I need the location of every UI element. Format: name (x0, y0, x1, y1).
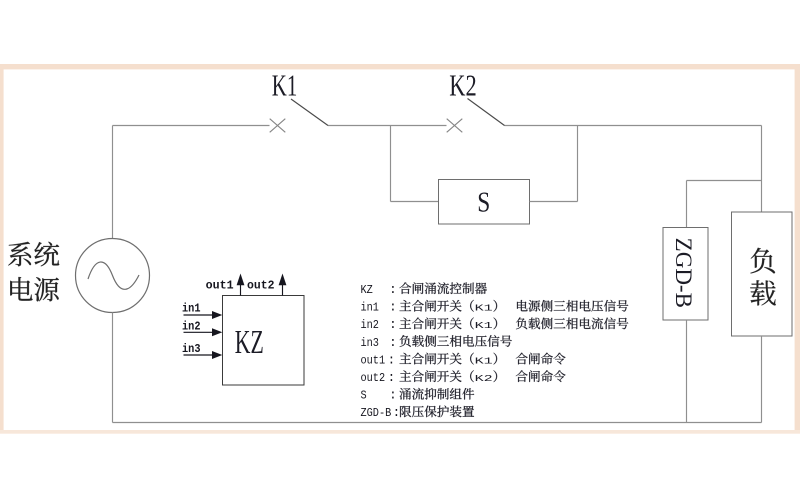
svg-text::: : (389, 300, 397, 315)
svg-text::: : (389, 317, 397, 332)
svg-text:in2: in2 (361, 319, 380, 332)
svg-text:in3: in3 (182, 343, 201, 356)
svg-text:KZ: KZ (235, 324, 264, 361)
svg-text:ZGD-B: ZGD-B (671, 238, 696, 308)
svg-text:K1: K1 (475, 355, 494, 366)
svg-text:out1: out1 (206, 280, 234, 293)
svg-text:K2: K2 (449, 67, 477, 102)
svg-text:K1: K1 (475, 303, 494, 314)
svg-text:in1: in1 (182, 303, 201, 316)
svg-text:K2: K2 (475, 373, 493, 384)
svg-text::: : (389, 388, 397, 403)
svg-text::: : (389, 335, 397, 350)
svg-text:S: S (361, 390, 367, 403)
svg-text:out2: out2 (361, 372, 386, 385)
svg-text:in2: in2 (182, 321, 201, 334)
svg-text:K1: K1 (272, 67, 298, 102)
svg-text::: : (388, 352, 396, 367)
svg-text:ZGD-B: ZGD-B (361, 407, 392, 420)
svg-text:K1: K1 (475, 320, 494, 331)
svg-text:out1: out1 (361, 354, 386, 367)
svg-text::: : (393, 405, 401, 420)
svg-text:out2: out2 (247, 280, 275, 293)
svg-text:S: S (477, 186, 490, 218)
svg-text::: : (388, 370, 396, 385)
svg-text:in1: in1 (361, 302, 380, 315)
svg-text:in3: in3 (361, 337, 380, 350)
svg-text:KZ: KZ (361, 284, 373, 297)
svg-text::: : (389, 282, 397, 297)
